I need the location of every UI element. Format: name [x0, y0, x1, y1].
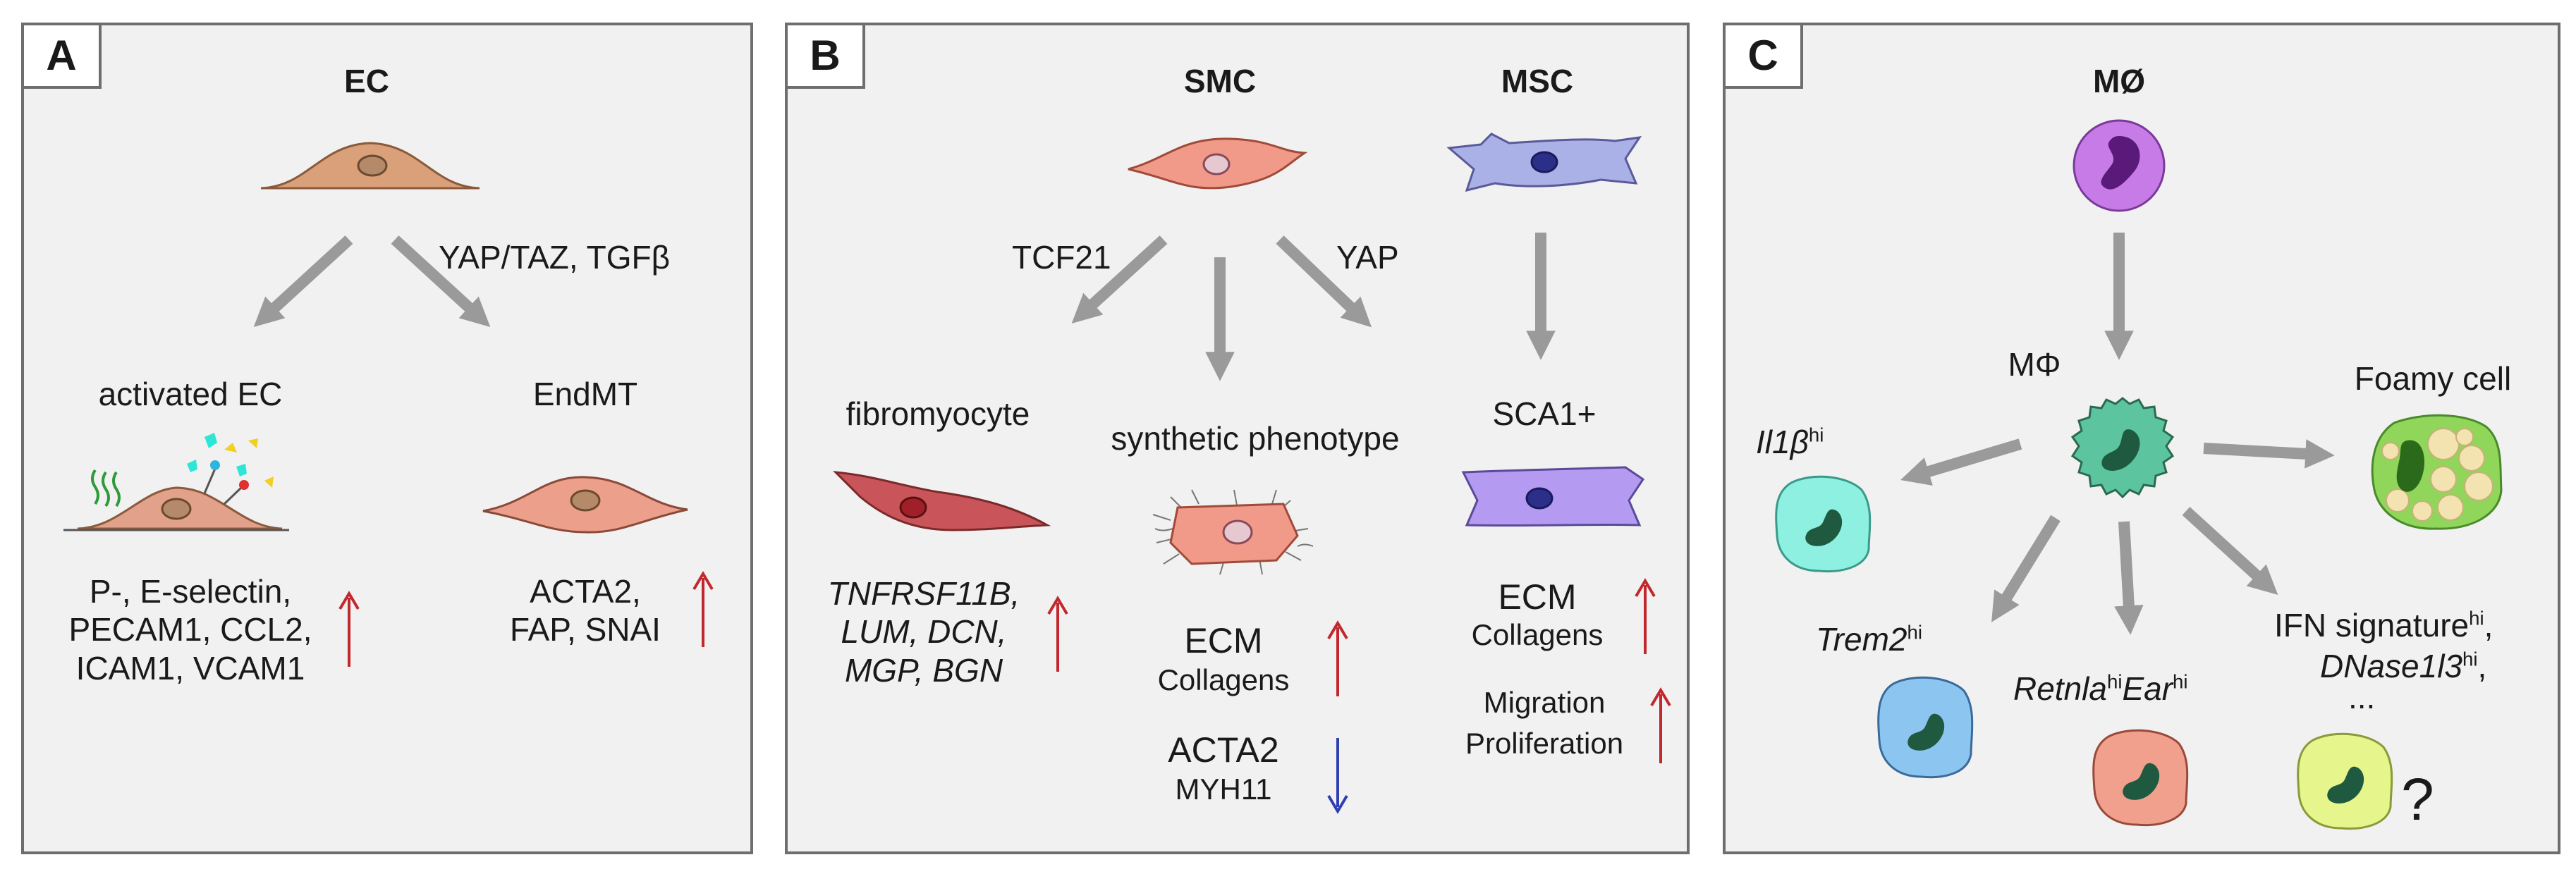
- ec-cell-icon: [260, 142, 480, 190]
- dnase-comma: ,: [2477, 648, 2487, 684]
- activated-ec-markers: P-, E-selectin, PECAM1, CCL2, ICAM1, VCA…: [68, 573, 312, 687]
- msc-collagens-label: Collagens: [1471, 618, 1604, 651]
- monocyte-cell-icon: [2073, 119, 2166, 212]
- trem2-label: Trem2hi: [1816, 620, 1922, 658]
- smc-title: SMC: [1183, 63, 1257, 99]
- msc-ecm-label: ECM: [1498, 577, 1577, 617]
- panel-a-label: A: [24, 25, 102, 89]
- endmt-cell-icon: [482, 476, 688, 534]
- foamy-cell-icon: [2371, 414, 2503, 530]
- endmt-label: EndMT: [532, 376, 638, 412]
- synthetic-ecm-up-arrow-icon: [1327, 620, 1348, 696]
- foamy-cell-label: Foamy cell: [2354, 360, 2512, 397]
- msc-migration-label: Migration: [1483, 686, 1606, 719]
- fibromyocyte-up-arrow-icon: [1047, 596, 1068, 672]
- ifn-comma: ,: [2484, 607, 2493, 644]
- endmt-up-arrow-icon: [692, 571, 714, 647]
- il1b-label: Il1βhi: [1756, 423, 1824, 461]
- il1b-name: Il1β: [1756, 424, 1809, 460]
- dnase-label: DNase1l3hi,: [2320, 647, 2486, 685]
- sca1-label: SCA1+: [1492, 395, 1597, 432]
- synthetic-acta2-label: ACTA2: [1168, 730, 1279, 770]
- yap-label: YAP: [1336, 239, 1399, 276]
- ifn-cell-icon: [2297, 732, 2393, 830]
- ec-title: EC: [344, 63, 389, 99]
- smc-cell-icon: [1128, 137, 1308, 190]
- panel-b-label: B: [788, 25, 865, 89]
- activated-ec-label: activated EC: [98, 376, 283, 412]
- trem2-hi-superscript: hi: [1907, 621, 1922, 644]
- fibromyocyte-genes: TNFRSF11B, LUM, DCN, MGP, BGN: [827, 575, 1020, 689]
- synthetic-down-arrow-icon: [1327, 738, 1348, 814]
- retnla-ear-label: RetnlahiEarhi: [2013, 670, 2188, 708]
- retnla-hi-superscript: hi: [2106, 670, 2123, 693]
- tcf21-label: TCF21: [1012, 239, 1111, 276]
- unknown-question-mark: ?: [2401, 766, 2434, 832]
- trem2-name: Trem2: [1816, 621, 1907, 658]
- activated-ec-up-arrow-icon: [338, 591, 360, 667]
- il1b-cell-icon: [1775, 475, 1872, 573]
- synthetic-ecm-label: ECM: [1184, 621, 1263, 660]
- monocyte-title: MØ: [2092, 63, 2146, 99]
- activated-ec-cell-icon: [63, 433, 289, 531]
- synthetic-cell-icon: [1152, 489, 1314, 575]
- ifn-signature-label: IFN signaturehi,: [2274, 606, 2493, 644]
- retnla-cell-icon: [2092, 729, 2189, 827]
- panel-c-label: C: [1726, 25, 1803, 89]
- msc-title: MSC: [1501, 63, 1574, 99]
- ifn-ellipsis: ...: [2348, 679, 2376, 715]
- msc-migration-up-arrow-icon: [1650, 687, 1671, 763]
- synthetic-collagens-label: Collagens: [1157, 663, 1290, 696]
- ec-pathway-label: YAP/TAZ, TGFβ: [439, 239, 671, 276]
- macrophage-cell-icon: [2070, 397, 2175, 499]
- retnla-name: Retnla: [2013, 670, 2107, 707]
- dnase-hi-superscript: hi: [2462, 648, 2478, 670]
- ear-hi-superscript: hi: [2173, 670, 2188, 693]
- macrophage-label: MΦ: [2008, 346, 2061, 383]
- sca1-cell-icon: [1461, 466, 1645, 527]
- il1b-hi-superscript: hi: [1808, 424, 1824, 446]
- endmt-markers: ACTA2, FAP, SNAI: [510, 573, 661, 648]
- msc-proliferation-label: Proliferation: [1465, 727, 1624, 760]
- synthetic-phenotype-label: synthetic phenotype: [1111, 420, 1400, 457]
- ifn-hi-superscript: hi: [2469, 607, 2484, 629]
- ear-name: Ear: [2122, 670, 2173, 707]
- trem2-cell-icon: [1877, 676, 1974, 779]
- ifn-name: IFN signature: [2274, 607, 2470, 644]
- fibromyocyte-label: fibromyocyte: [846, 395, 1030, 432]
- dnase-name: DNase1l3: [2320, 648, 2462, 684]
- synthetic-myh11-label: MYH11: [1175, 773, 1272, 806]
- msc-cell-icon: [1446, 133, 1642, 192]
- msc-ecm-up-arrow-icon: [1635, 578, 1656, 654]
- fibromyocyte-cell-icon: [833, 471, 1051, 531]
